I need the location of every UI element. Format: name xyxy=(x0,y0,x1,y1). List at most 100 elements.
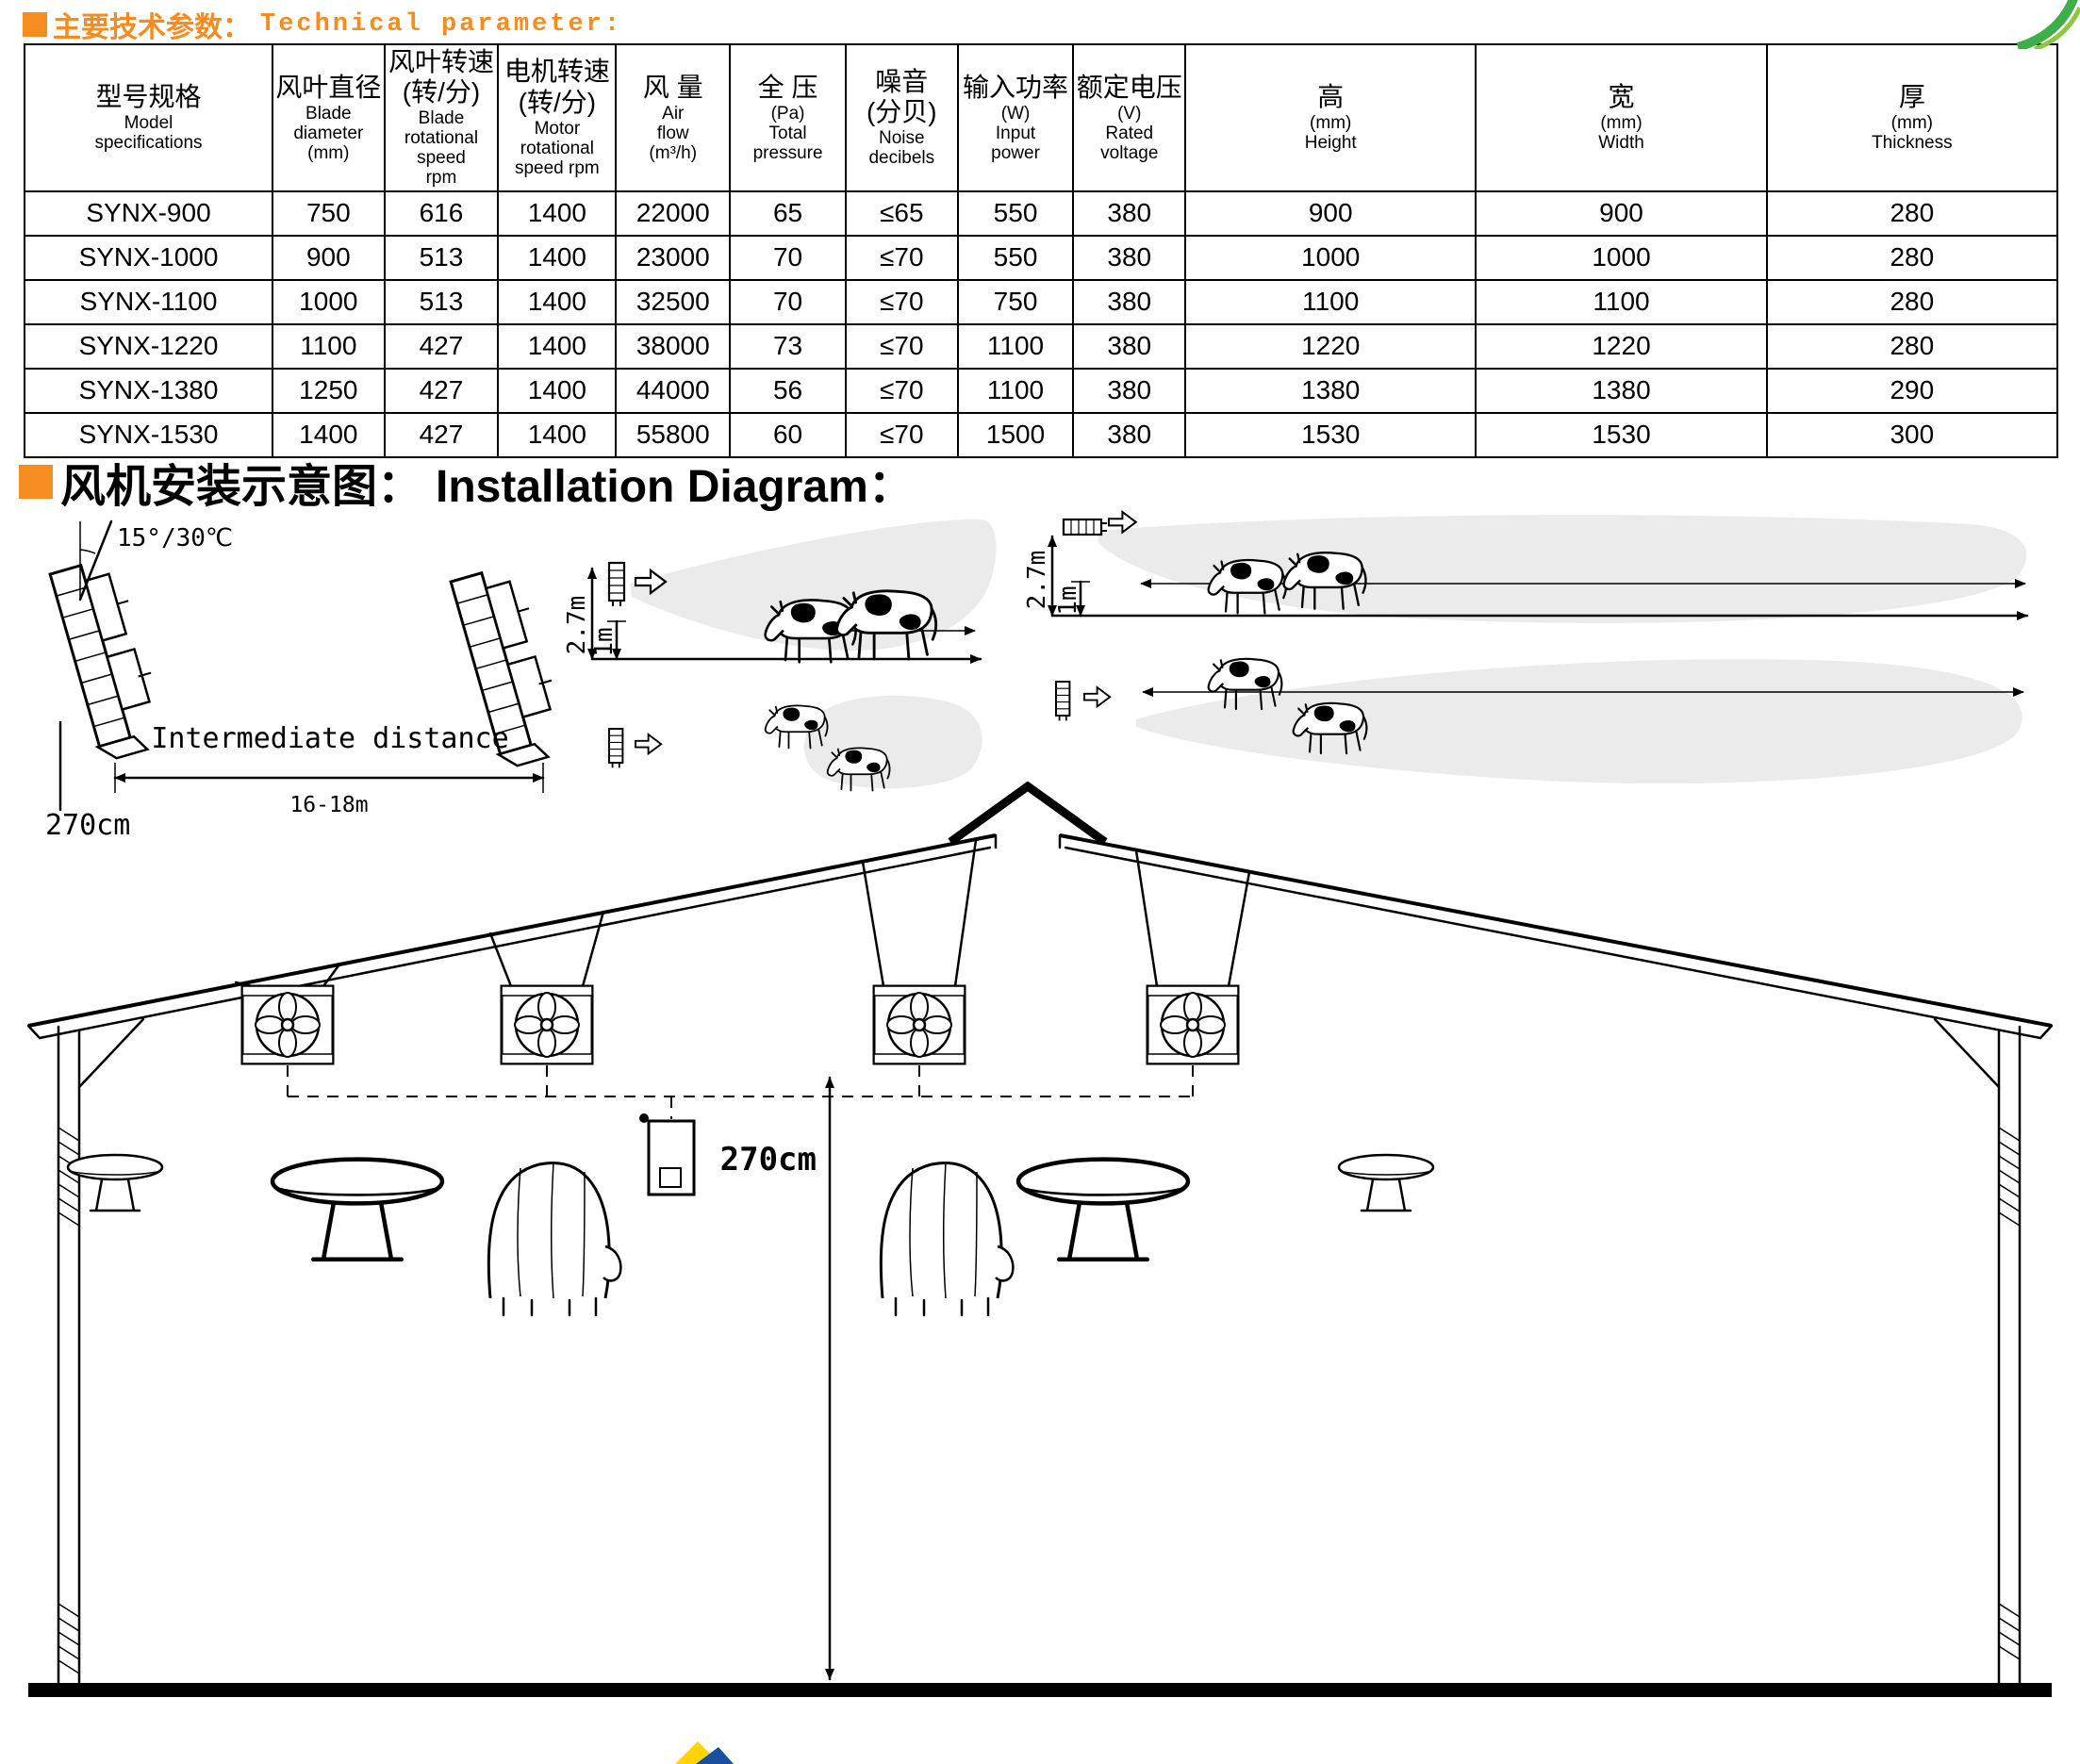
table-cell: ≤70 xyxy=(845,411,959,458)
col-total-pressure: 全 压(Pa) Total pressure xyxy=(729,43,848,192)
covered-cow-icon xyxy=(879,1161,1015,1317)
airflow-scene-mid-top: 2.7m 1m xyxy=(563,561,982,664)
table-cell: 513 xyxy=(383,234,500,281)
heading2-zh: 风机安装示意图： xyxy=(60,462,423,512)
table-cell: 1100 xyxy=(956,322,1075,370)
table-cell: 65 xyxy=(729,190,848,237)
table-cell: 427 xyxy=(383,367,500,414)
col-width: 宽(mm) Width xyxy=(1475,43,1768,192)
heading2-en: Installation Diagram： xyxy=(436,462,914,512)
table-cell: 900 xyxy=(1184,190,1477,237)
table-cell: 280 xyxy=(1765,278,2059,325)
table-cell: 55800 xyxy=(615,411,732,458)
heading-en: Technical parameter: xyxy=(260,10,623,39)
installation-diagram-heading: 风机安装示意图： Installation Diagram： xyxy=(19,449,914,515)
right-wall xyxy=(1933,1017,2022,1685)
table-cell: ≤70 xyxy=(845,322,959,370)
table-cell: 380 xyxy=(1072,367,1187,414)
intermediate-distance-label: Intermediate distance xyxy=(151,722,508,755)
airflow-cone xyxy=(1098,515,2027,623)
ceiling-fan-icon xyxy=(240,984,335,1065)
airflow-scene-right-bottom xyxy=(1055,657,2024,755)
table-cell: 300 xyxy=(1765,411,2059,458)
angle-annotation: 15°/30℃ xyxy=(78,519,233,602)
wall-fan-icon xyxy=(1055,681,1071,722)
table-cell: 1100 xyxy=(1475,278,1768,325)
ground xyxy=(28,1683,2052,1697)
table-cell: 70 xyxy=(729,234,848,281)
model-cell: SYNX-900 xyxy=(23,190,274,237)
airflow-arrow-icon xyxy=(1083,686,1112,708)
col-motor-speed: 电机转速 (转/分)Motor rotational speed rpm xyxy=(497,43,618,192)
table-cell: 56 xyxy=(729,367,848,414)
table-cell: 22000 xyxy=(615,190,732,237)
table-cell: 1400 xyxy=(497,411,618,458)
left-height-dimension: 270cm xyxy=(45,720,130,842)
airflow-arrow-icon xyxy=(635,734,663,755)
table-cell: ≤65 xyxy=(845,190,959,237)
table-cell: 1000 xyxy=(1184,234,1477,281)
col-input-power: 输入功率(W) Input power xyxy=(956,43,1075,192)
table-cell: 1250 xyxy=(272,367,386,414)
table-cell: 38000 xyxy=(615,322,732,370)
orange-square-icon xyxy=(19,465,53,499)
col-blade-speed: 风叶转速 (转/分)Blade rotational speed rpm xyxy=(383,43,500,192)
col-rated-voltage: 额定电压(V) Rated voltage xyxy=(1072,43,1187,192)
orange-square-icon xyxy=(23,12,47,37)
table-cell: 1100 xyxy=(956,367,1075,414)
table-cell: 513 xyxy=(383,278,500,325)
table-cell: ≤70 xyxy=(845,234,959,281)
model-cell: SYNX-1380 xyxy=(23,367,274,414)
col-height: 高(mm) Height xyxy=(1184,43,1477,192)
table-cell: 280 xyxy=(1765,322,2059,370)
table-cell: 616 xyxy=(383,190,500,237)
table-cell: 1400 xyxy=(497,367,618,414)
logo-fragment-bottom xyxy=(675,1741,734,1764)
feed-table-icon xyxy=(66,1153,164,1212)
col-noise: 噪音 (分贝)Noise decibels xyxy=(845,43,959,192)
table-cell: 1530 xyxy=(1475,411,1768,458)
table-cell: 900 xyxy=(1475,190,1768,237)
table-cell: 280 xyxy=(1765,234,2059,281)
control-box xyxy=(639,1113,696,1196)
table-cell: 32500 xyxy=(615,278,732,325)
table-cell: ≤70 xyxy=(845,278,959,325)
barn-height-dimension: 270cm xyxy=(720,1076,834,1681)
model-cell: SYNX-1530 xyxy=(23,411,274,458)
wall-fan-icon xyxy=(608,728,624,769)
table-cell: 550 xyxy=(956,190,1075,237)
table-cell: 750 xyxy=(272,190,386,237)
intermediate-distance-value: 16-18m xyxy=(289,793,368,817)
table-cell: 550 xyxy=(956,234,1075,281)
table-cell: 427 xyxy=(383,322,500,370)
technical-parameter-heading: 主要技术参数： Technical parameter: xyxy=(23,4,622,45)
ceiling-fan-icon xyxy=(1146,984,1240,1065)
table-cell: 427 xyxy=(383,411,500,458)
table-cell: 380 xyxy=(1072,411,1187,458)
mount-angle-detail: 15°/30℃ Intermediate distance 16-18m 270… xyxy=(45,519,573,842)
left-wall xyxy=(57,1017,145,1685)
table-cell: 380 xyxy=(1072,278,1187,325)
table-cell: ≤70 xyxy=(845,367,959,414)
heading-zh: 主要技术参数： xyxy=(53,12,251,43)
table-cell: 380 xyxy=(1072,234,1187,281)
ceiling-fan-icon xyxy=(500,984,594,1065)
logo-fragment-top xyxy=(2016,0,2080,49)
height-1m-label: 1m xyxy=(590,627,619,656)
table-cell: 1220 xyxy=(1184,322,1477,370)
installation-diagram: 15°/30℃ Intermediate distance 16-18m 270… xyxy=(26,511,2054,1764)
table-cell: 1400 xyxy=(497,322,618,370)
table-cell: 750 xyxy=(956,278,1075,325)
table-cell: 1400 xyxy=(497,234,618,281)
left-height-label: 270cm xyxy=(45,809,130,842)
ceiling-fan-icon xyxy=(872,984,966,1065)
table-cell: 1100 xyxy=(272,322,386,370)
table-cell: 1380 xyxy=(1475,367,1768,414)
